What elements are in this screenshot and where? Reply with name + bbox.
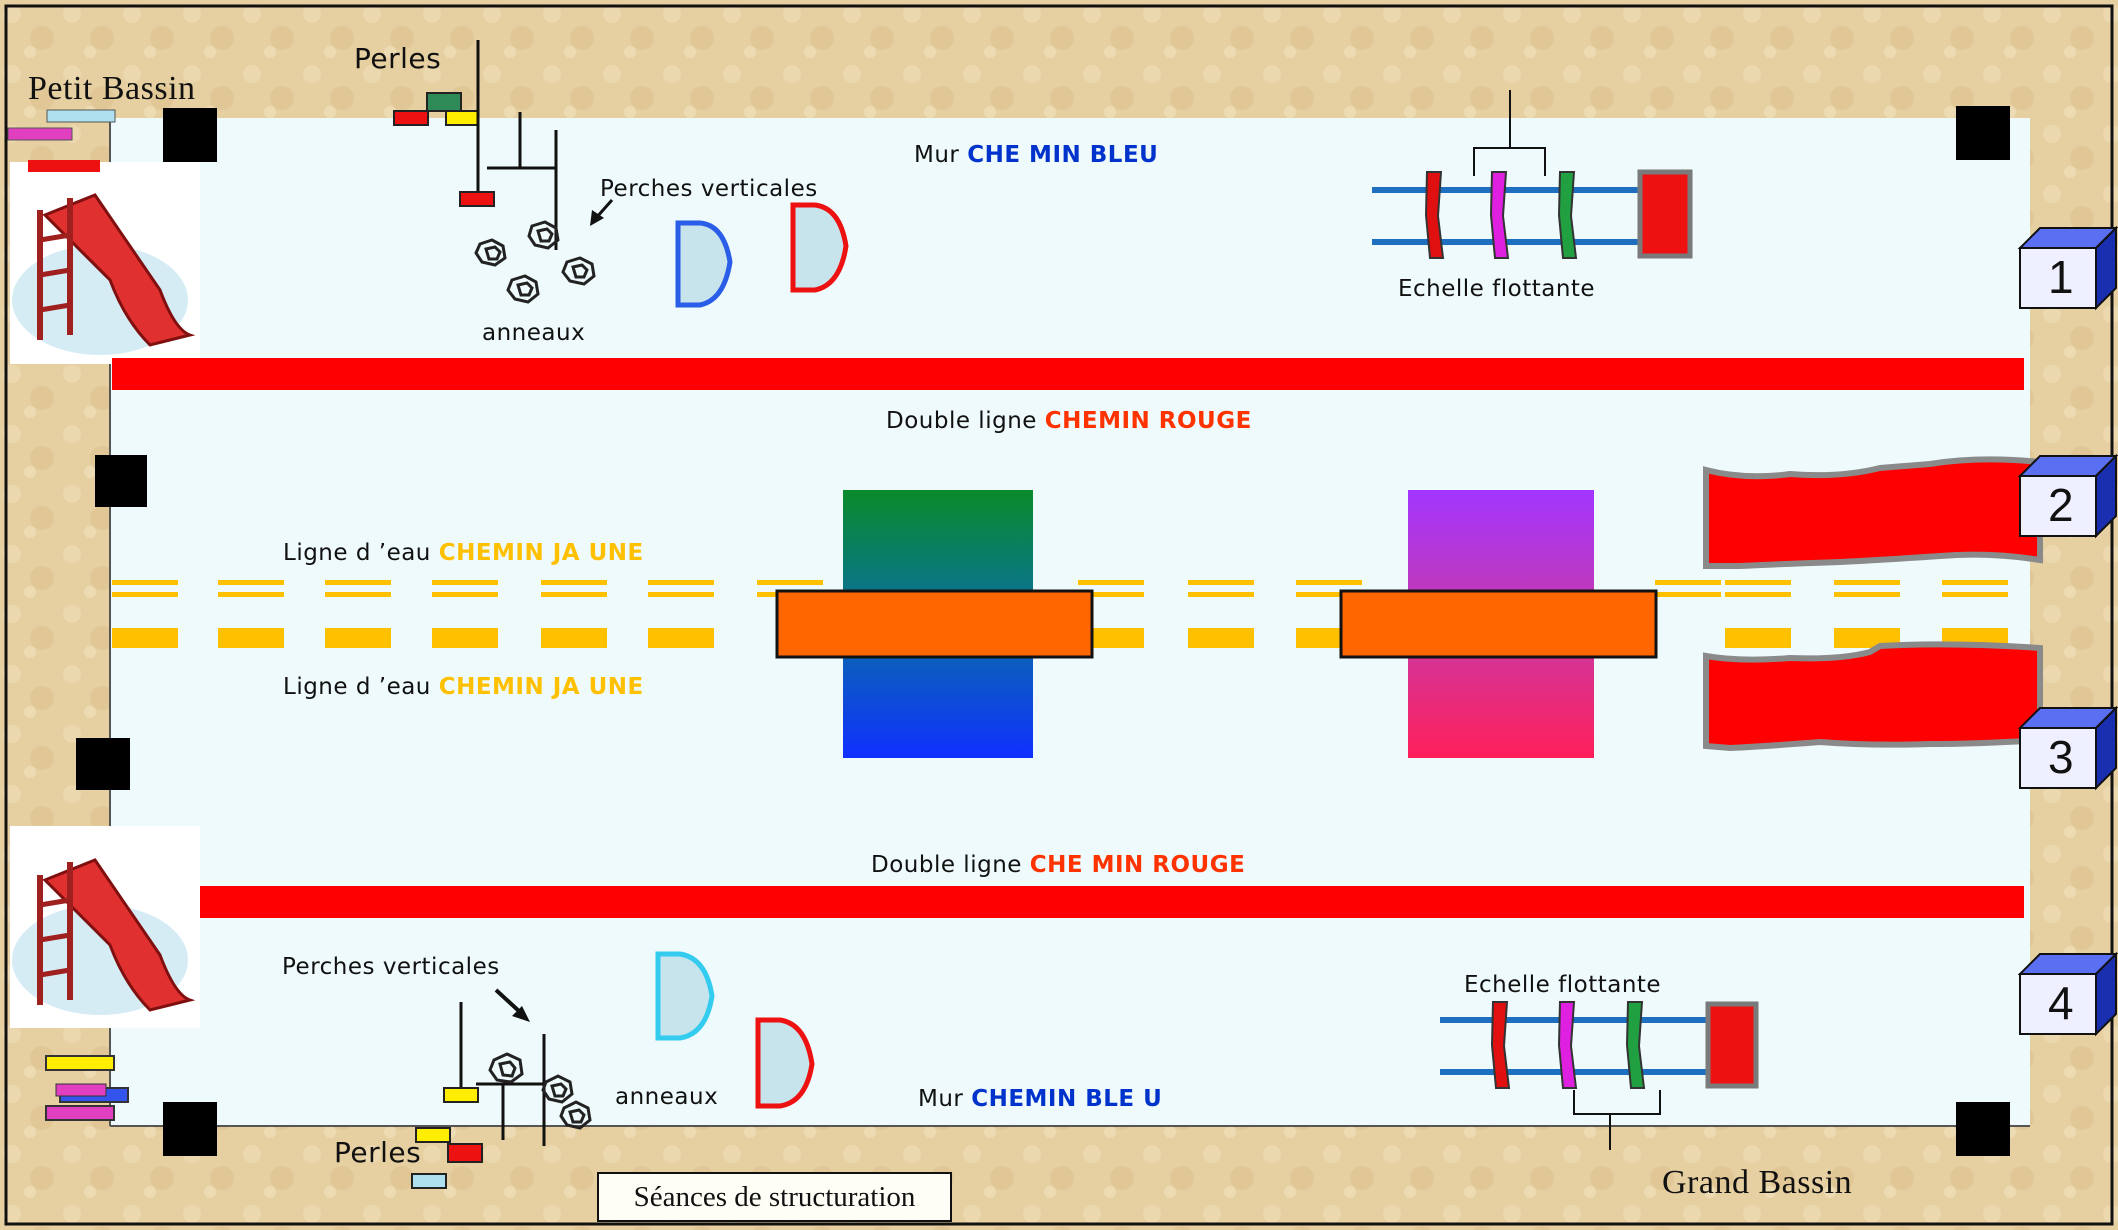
echelle-top-label: Echelle flottante (1398, 276, 1596, 302)
mur-bottom-label: Mur CHEMIN BLE U (918, 1086, 1162, 1112)
lane-number-3: 3 (2048, 731, 2074, 783)
bead (443, 1087, 479, 1103)
anneaux-bottom-label: anneaux (615, 1084, 719, 1110)
d-buoy (675, 220, 733, 308)
anchor-block (95, 455, 147, 507)
ligne-eau-bottom-label: Ligne d ’eau CHEMIN JA UNE (283, 674, 644, 700)
floating-ladder (1440, 1001, 1759, 1150)
vertical-poles (459, 1002, 546, 1146)
anchor-block (163, 108, 217, 162)
lane-number-4: 4 (2048, 977, 2074, 1029)
arrow-icon (494, 988, 530, 1022)
bead (28, 160, 100, 172)
red-rope-top (112, 358, 2024, 390)
d-buoy (655, 951, 715, 1041)
lane-number-2: 2 (2048, 479, 2074, 531)
slide-icon (10, 162, 200, 364)
bead (426, 92, 462, 112)
bead (393, 110, 429, 126)
perles-top-label: Perles (354, 42, 442, 75)
bead (46, 109, 116, 123)
bead (7, 127, 73, 141)
d-buoy (790, 202, 849, 293)
anchor-block (163, 1102, 217, 1156)
ring-icon (474, 220, 596, 304)
anchor-block (1956, 106, 2010, 160)
caption-box: Séances de structuration (597, 1172, 952, 1222)
arrow-icon (590, 199, 614, 226)
bead (445, 110, 479, 126)
lane-cube (2017, 705, 2118, 791)
anchor-block (76, 738, 130, 790)
bead (45, 1055, 115, 1071)
anneaux-top-label: anneaux (482, 320, 586, 346)
anchor-block (1956, 1102, 2010, 1156)
double-top-prefix: Double ligne (886, 408, 1037, 434)
mur-top-path: CHE MIN BLEU (967, 142, 1159, 168)
bead (411, 1173, 447, 1189)
lane-cube (2017, 453, 2118, 539)
mur-top-prefix: Mur (914, 142, 960, 168)
red-mat (1703, 456, 2043, 569)
double-bottom-path: CHE MIN ROUGE (1029, 852, 1246, 878)
red-mat (1703, 641, 2043, 752)
petit-bassin-label: Petit Bassin (28, 70, 196, 107)
ligne-eau-top-label: Ligne d ’eau CHEMIN JA UNE (283, 540, 644, 566)
grand-bassin-label: Grand Bassin (1662, 1164, 1853, 1201)
ligne-top-path: CHEMIN JA UNE (438, 540, 644, 566)
double-ligne-bottom-label: Double ligne CHE MIN ROUGE (871, 852, 1245, 878)
lane-cube (2017, 951, 2118, 1037)
bead (415, 1127, 451, 1143)
red-rope-bottom (200, 886, 2024, 918)
outer-frame (4, 4, 2114, 1226)
bead (45, 1105, 115, 1121)
ligne-bottom-prefix: Ligne d ’eau (283, 674, 431, 700)
perches-top-label: Perches verticales (600, 176, 818, 202)
double-bottom-prefix: Double ligne (871, 852, 1022, 878)
bead (447, 1143, 483, 1163)
mur-top-label: Mur CHE MIN BLEU (914, 142, 1158, 168)
orange-bar (1339, 589, 1658, 659)
bead (55, 1083, 107, 1097)
lane-number-1: 1 (2048, 251, 2074, 303)
floating-ladder (1372, 90, 1693, 259)
mur-bottom-prefix: Mur (918, 1086, 964, 1112)
ligne-bottom-path: CHEMIN JA UNE (438, 674, 644, 700)
orange-bar (775, 589, 1094, 659)
slide-icon (10, 826, 200, 1028)
ligne-top-prefix: Ligne d ’eau (283, 540, 431, 566)
bead (459, 191, 495, 207)
lane-cube (2017, 225, 2118, 311)
double-ligne-top-label: Double ligne CHEMIN ROUGE (886, 408, 1252, 434)
double-top-path: CHEMIN ROUGE (1044, 408, 1252, 434)
echelle-bottom-label: Echelle flottante (1464, 972, 1662, 998)
ring-icon (488, 1052, 592, 1130)
perles-bottom-label: Perles (334, 1136, 422, 1169)
mur-bottom-path: CHEMIN BLE U (971, 1086, 1163, 1112)
d-buoy (755, 1017, 815, 1109)
perches-bottom-label: Perches verticales (282, 954, 500, 980)
